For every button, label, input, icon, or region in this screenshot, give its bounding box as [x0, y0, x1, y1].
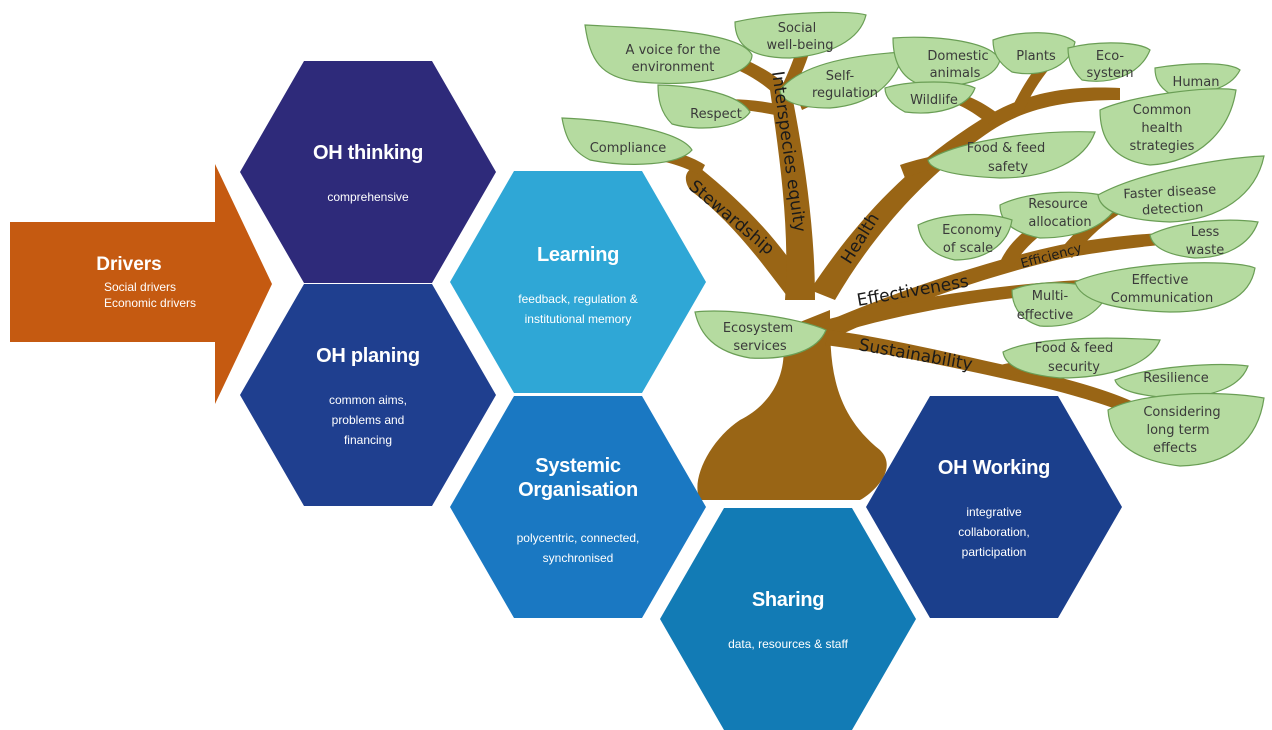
leaf-resource-allocation [999, 191, 1121, 239]
leaf-wildlife-label: Wildlife [910, 93, 958, 108]
hex-learning-title: Learning [536, 244, 620, 266]
leaf-human-label: Human [1173, 75, 1220, 90]
hex-systemic-subtitle: polycentric, connected, synchronised [516, 531, 640, 565]
hex-learning-subtitle: feedback, regulation & institutional mem… [518, 292, 638, 326]
hex-systemic-title: Systemic Organisation [518, 455, 638, 501]
leaf-self-regulation [779, 51, 905, 109]
drivers-item: Economic drivers [104, 296, 197, 310]
leaf-domestic [892, 36, 1001, 87]
leaf-effective-comm [1074, 262, 1256, 313]
leaf-ecosystem-top [1067, 42, 1151, 82]
hex-oh-thinking-subtitle: comprehensive [327, 190, 409, 204]
leaf-resilience-label: Resilience [1143, 371, 1208, 386]
leaf-ecosystem-top-label: Eco-system [1087, 49, 1134, 81]
leaf-plants-label: Plants [1016, 49, 1056, 64]
leaf-faster-disease [1097, 155, 1265, 223]
hex-oh-thinking-title: OH thinking [312, 142, 424, 164]
hex-sharing: Sharing data, resources & staff [660, 508, 916, 730]
leaf-compliance-label: Compliance [590, 141, 667, 156]
leaf-wildlife [884, 81, 976, 114]
leaf-respect [657, 84, 751, 129]
branch-stewardship: Stewardship [685, 177, 778, 260]
leaf-compliance [561, 117, 693, 165]
tree-leaves [561, 11, 1265, 467]
leaf-ecosystem-services [694, 310, 827, 359]
hex-oh-planing-subtitle: common aims, problems and financing [328, 393, 408, 447]
leaf-less-waste [1149, 219, 1259, 259]
drivers-list: Social drivers Economic drivers [104, 279, 234, 311]
drivers-title: Drivers [96, 254, 162, 275]
leaf-self-regulation-label: Self-regulation [812, 69, 878, 101]
leaf-human [1154, 63, 1241, 95]
leaf-social [734, 11, 867, 59]
branch-efficiency: Efficiency [1019, 241, 1084, 272]
branch-sustainability: Sustainability [857, 335, 974, 375]
hex-sharing-subtitle: data, resources & staff [728, 637, 848, 651]
leaf-multi-effective-label: Multi-effective [1017, 289, 1074, 323]
drivers-item: Social drivers [104, 280, 177, 294]
hex-oh-working-title: OH Working [937, 457, 1051, 479]
hex-oh-working-subtitle: integrative collaboration, participation [958, 505, 1030, 559]
leaf-food-safety [927, 131, 1096, 179]
leaf-long-term [1107, 392, 1265, 467]
leaf-resilience [1114, 363, 1249, 399]
leaf-food-security [1002, 337, 1161, 379]
leaf-respect-label: Respect [690, 107, 742, 122]
leaf-plants [992, 32, 1076, 75]
hex-sharing-title: Sharing [751, 589, 825, 611]
hex-oh-planing-title: OH planing [316, 345, 420, 367]
tree-trunk-and-branches [630, 40, 1160, 500]
leaf-voice [584, 24, 753, 85]
leaf-economy-scale [917, 213, 1013, 261]
leaf-common-health [1099, 88, 1237, 166]
leaf-faster-disease-label: Faster diseasedetection [1123, 183, 1218, 220]
